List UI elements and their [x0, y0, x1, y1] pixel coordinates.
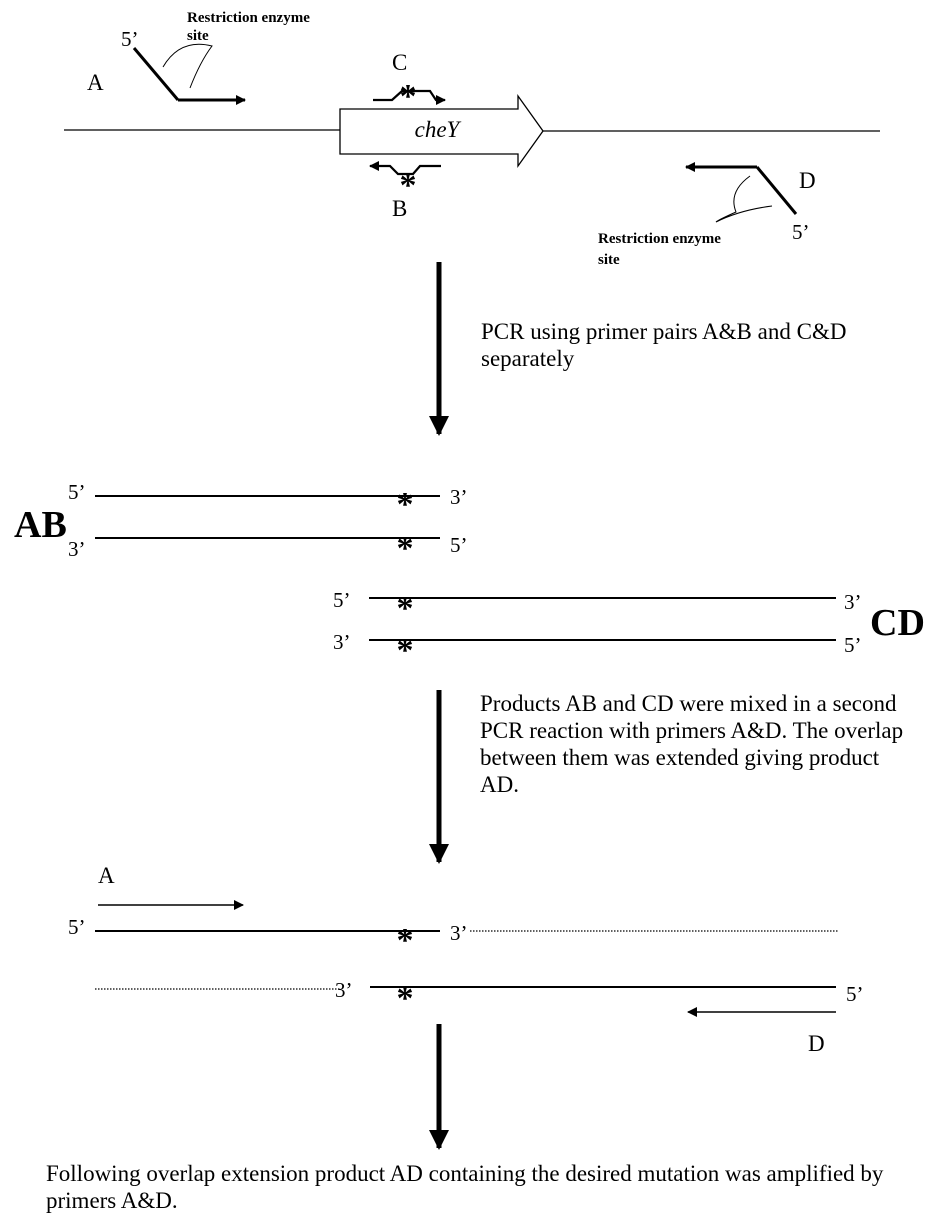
- ab-bottom-mutation: *: [397, 530, 414, 567]
- product-ab: AB 5’ * 3’ 3’ * 5’: [14, 480, 468, 567]
- overlap-extension: A 5’ * 3’ 3’ * 5’ D: [68, 863, 864, 1056]
- step3-text: Following overlap extension product AD c…: [46, 1161, 884, 1213]
- primer-d: D 5’ Restriction enzyme site: [598, 162, 816, 268]
- product-ab-label: AB: [14, 504, 67, 546]
- primer-a: A 5’ Restriction enzyme site: [87, 10, 310, 105]
- ad-primer-a-label: A: [98, 863, 115, 888]
- template-dna: [64, 129, 880, 132]
- primer-a-5prime: 5’: [121, 27, 139, 51]
- cd-bottom-5prime: 5’: [844, 633, 862, 657]
- product-cd: 5’ * 3’ 3’ * 5’ CD: [333, 588, 925, 669]
- ad-top-3prime: 3’: [450, 921, 468, 945]
- restriction-site-label-a-2: site: [187, 28, 209, 44]
- ab-bottom-5prime: 5’: [450, 533, 468, 557]
- cd-top-5prime: 5’: [333, 588, 351, 612]
- restriction-site-label-d: Restriction enzyme: [598, 231, 721, 247]
- gene-label: cheY: [415, 117, 462, 142]
- cd-bottom-3prime: 3’: [333, 630, 351, 654]
- ad-primer-d-label: D: [808, 1031, 825, 1056]
- primer-d-label: D: [799, 168, 816, 193]
- ad-bottom-3prime: 3’: [335, 978, 353, 1002]
- mutation-star-c: *: [400, 78, 417, 115]
- primer-b: * B: [369, 161, 441, 221]
- ab-bottom-3prime: 3’: [68, 537, 86, 561]
- restriction-site-label-a: Restriction enzyme: [187, 10, 310, 26]
- chey-gene-arrow: cheY: [339, 93, 544, 169]
- product-cd-label: CD: [870, 602, 925, 644]
- mutation-star-b: *: [400, 167, 417, 204]
- primer-c: C *: [373, 50, 446, 115]
- cd-top-mutation: *: [397, 590, 414, 627]
- cd-bottom-mutation: *: [397, 632, 414, 669]
- ad-top-5prime: 5’: [68, 915, 86, 939]
- restriction-site-label-d-2: site: [598, 252, 620, 268]
- primer-b-label: B: [392, 196, 407, 221]
- ab-top-mutation: *: [397, 486, 414, 523]
- primer-c-label: C: [392, 50, 407, 75]
- ab-top-5prime: 5’: [68, 480, 86, 504]
- primer-a-label: A: [87, 70, 104, 95]
- primer-d-5prime: 5’: [792, 220, 810, 244]
- ad-top-mutation: *: [397, 922, 414, 959]
- ad-bottom-5prime: 5’: [846, 982, 864, 1006]
- step1-text: PCR using primer pairs A&B and C&D separ…: [481, 319, 847, 371]
- cd-top-3prime: 3’: [844, 590, 862, 614]
- ab-top-3prime: 3’: [450, 485, 468, 509]
- step2-text: Products AB and CD were mixed in a secon…: [480, 691, 904, 797]
- ad-bottom-mutation: *: [397, 980, 414, 1017]
